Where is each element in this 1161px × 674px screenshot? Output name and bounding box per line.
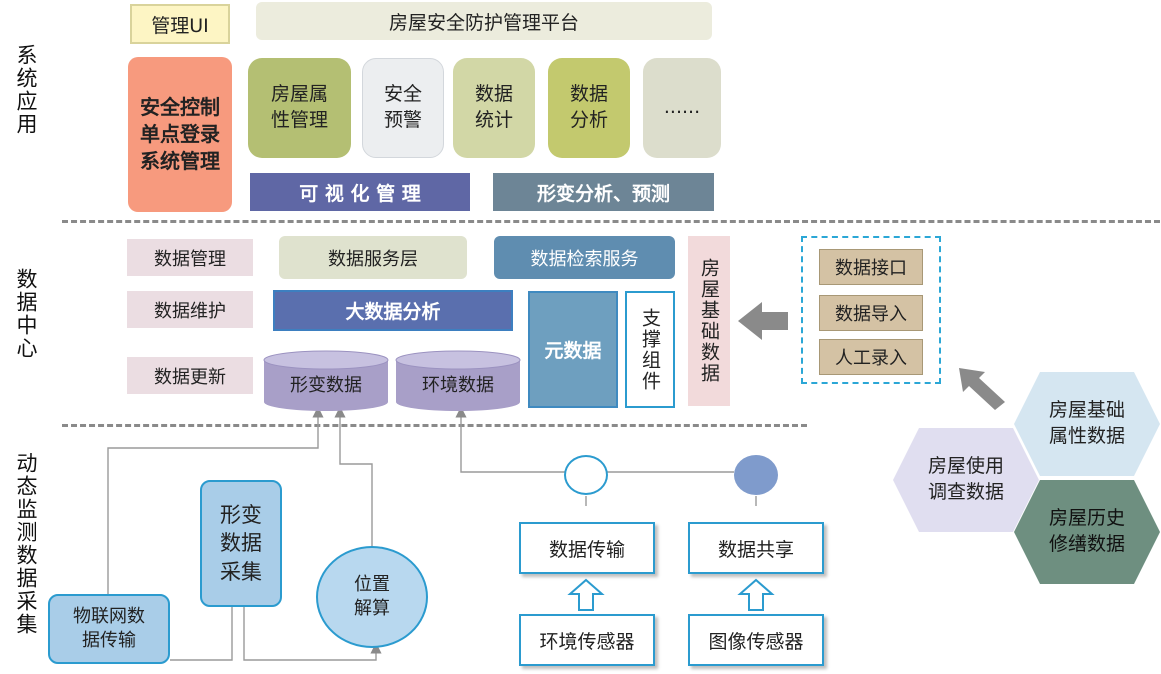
data-management-item: 数据管理 (127, 239, 253, 276)
data-share-box[interactable]: 数据共享 (688, 522, 824, 574)
iot-transmission-box[interactable]: 物联网数 据传输 (48, 594, 170, 664)
hex-basic-attr (1014, 372, 1160, 476)
env-data-label: 环境数据 (422, 375, 494, 396)
iot-link-line (107, 406, 324, 594)
visual-management-bar: 可 视 化 管 理 (250, 173, 470, 211)
env-data-cylinder (395, 350, 521, 411)
data-import-item[interactable]: 数据导入 (819, 295, 923, 331)
img-up-arrow-icon (737, 578, 775, 611)
position-solve-circle[interactable]: 位置 解算 (316, 546, 428, 648)
module-data-analysis[interactable]: 数据 分析 (548, 58, 630, 158)
data-search-service: 数据检索服务 (494, 236, 675, 279)
support-component-block: 支撑组件 (625, 291, 675, 408)
hex-history-label: 房屋历史 修缮数据 (1048, 507, 1125, 555)
module-more[interactable]: ...... (643, 58, 721, 158)
image-sensor-box[interactable]: 图像传感器 (688, 614, 824, 666)
env-up-arrow-icon (567, 578, 605, 611)
separator-bottom (62, 424, 807, 427)
security-line-3: 系统管理 (140, 149, 220, 173)
import-arrow-icon (738, 302, 788, 340)
hex-to-input-arrow-icon (959, 368, 1005, 410)
deform-analysis-bar: 形变分析、预测 (493, 173, 714, 211)
data-service-layer: 数据服务层 (279, 236, 467, 279)
deform-to-position-line (243, 607, 382, 661)
data-maintenance-item: 数据维护 (127, 291, 253, 328)
section-label-monitoring: 动态监测数据采集 (14, 452, 38, 636)
hex-basic-attr-label: 房屋基础 属性数据 (1048, 399, 1125, 447)
section-label-system-app: 系统应用 (14, 44, 38, 136)
position-link-line (334, 406, 373, 546)
deform-collect-box[interactable]: 形变 数据 采集 (200, 480, 282, 607)
section-label-data-center: 数据中心 (14, 268, 38, 360)
transmit-node-circle (564, 455, 608, 495)
hex-history (1014, 480, 1160, 584)
data-transmit-box[interactable]: 数据传输 (519, 522, 655, 574)
big-data-analysis: 大数据分析 (273, 290, 513, 331)
module-data-stats[interactable]: 数据 统计 (453, 58, 535, 158)
separator-top (62, 220, 1160, 223)
house-basic-data-block: 房屋基础数据 (688, 236, 730, 406)
manual-entry-item[interactable]: 人工录入 (819, 339, 923, 375)
security-line-1: 安全控制 (140, 95, 220, 119)
iot-right-line (170, 604, 233, 661)
module-safety-warning[interactable]: 安全 预警 (362, 58, 444, 158)
hex-usage-label: 房屋使用 调查数据 (927, 455, 1004, 503)
data-interface-item[interactable]: 数据接口 (819, 249, 923, 285)
security-control-block[interactable]: 安全控制 单点登录 系统管理 (128, 57, 232, 212)
platform-title-bar: 房屋安全防护管理平台 (256, 2, 712, 40)
share-node-circle (734, 455, 778, 495)
module-house-attr[interactable]: 房屋属 性管理 (248, 58, 351, 158)
hex-usage (893, 428, 1039, 532)
data-update-item: 数据更新 (127, 357, 253, 394)
data-input-panel (801, 236, 941, 384)
deform-data-label: 形变数据 (290, 375, 362, 396)
management-ui-label: 管理UI (130, 4, 230, 44)
deform-data-cylinder (263, 350, 389, 411)
env-sensor-box[interactable]: 环境传感器 (519, 614, 655, 666)
metadata-block: 元数据 (528, 291, 618, 408)
security-line-2: 单点登录 (140, 122, 220, 146)
